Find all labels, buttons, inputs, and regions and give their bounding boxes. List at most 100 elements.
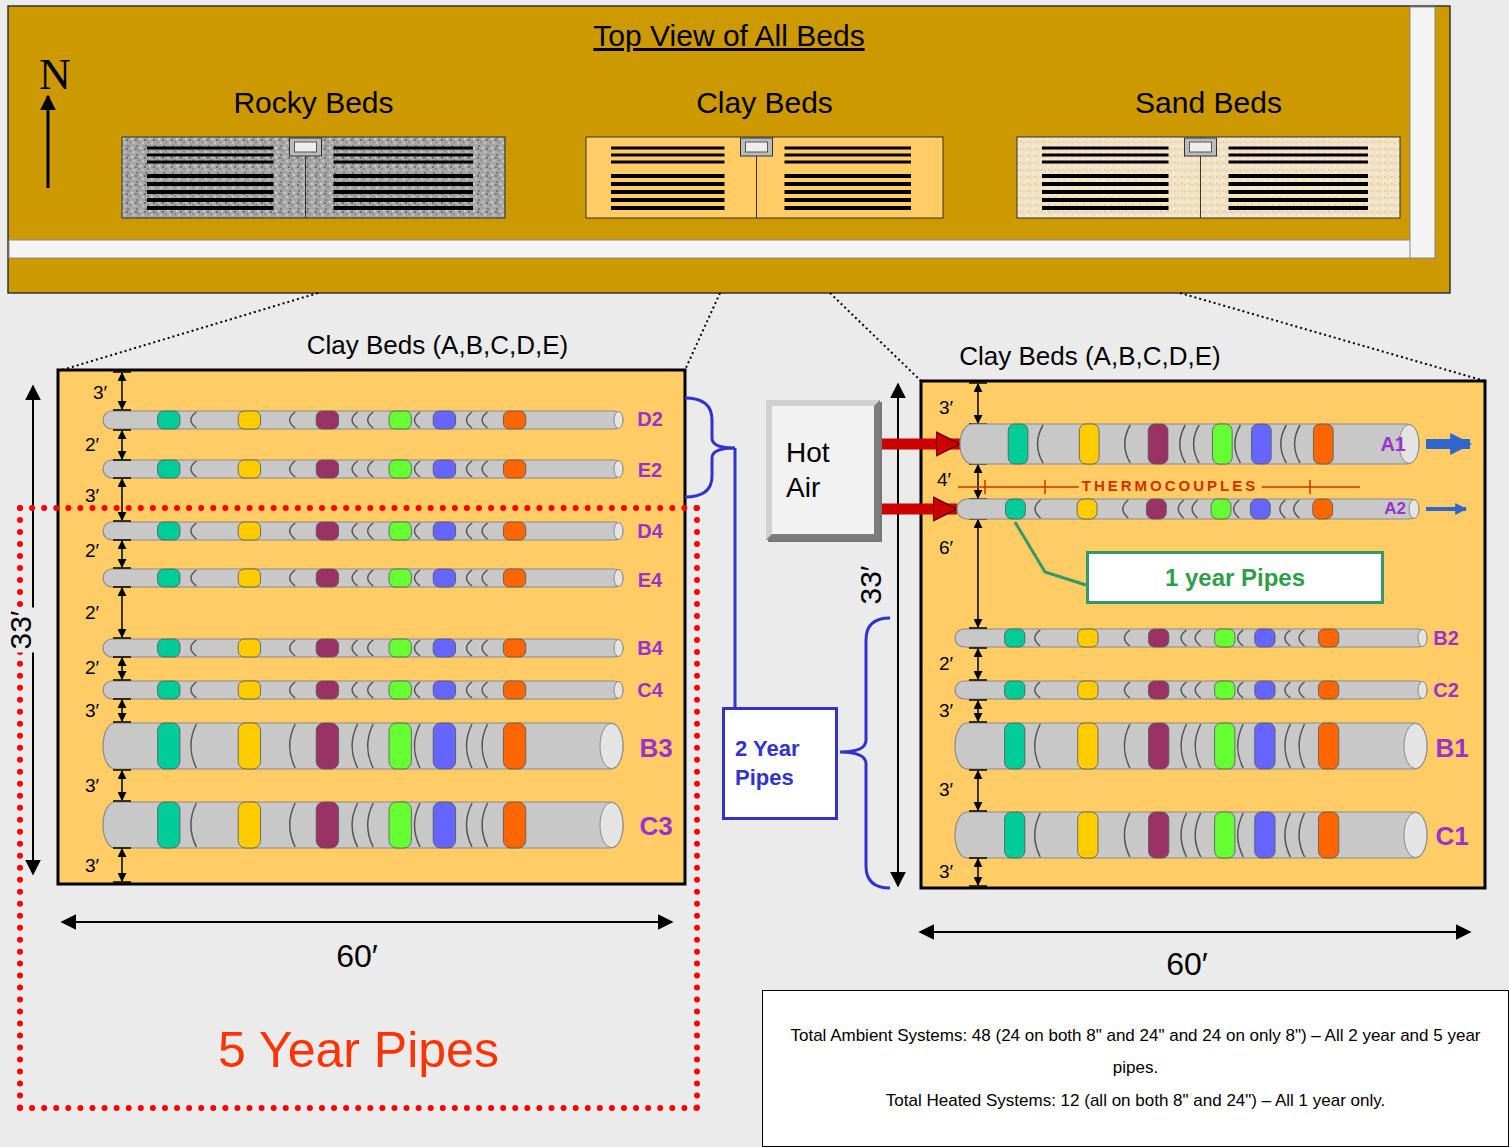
dimension-tick bbox=[113, 520, 131, 522]
bed-pipe bbox=[1042, 182, 1169, 186]
bed-pipe bbox=[785, 206, 912, 210]
sensor-band bbox=[158, 639, 180, 657]
bed-pipe bbox=[611, 154, 725, 157]
label-anchor: 3′ bbox=[85, 776, 99, 797]
outflow-arrow bbox=[1426, 439, 1470, 449]
pipe bbox=[955, 723, 1427, 769]
dimension-arrow bbox=[121, 849, 123, 881]
sensor-band bbox=[1255, 629, 1275, 647]
pipe-end bbox=[1418, 682, 1427, 699]
pipe-joint bbox=[368, 682, 374, 698]
bed-pipe bbox=[1229, 182, 1369, 186]
pipe-joint bbox=[1294, 500, 1300, 518]
box-text: Hot Air bbox=[786, 435, 860, 505]
sensor-band bbox=[389, 411, 411, 429]
sensor-band bbox=[503, 802, 525, 848]
sensor-band bbox=[389, 522, 411, 540]
pipe-joint bbox=[1299, 682, 1305, 698]
pipe-joint bbox=[191, 461, 197, 477]
bed-pipe bbox=[611, 174, 725, 178]
sensor-band bbox=[433, 460, 455, 478]
pipe-joint bbox=[415, 570, 421, 586]
pipe-joint bbox=[1281, 425, 1287, 463]
pipe-joint bbox=[467, 640, 473, 656]
pipe-joint bbox=[1234, 500, 1240, 518]
pipe-joint bbox=[1124, 630, 1130, 646]
pipe bbox=[103, 522, 623, 540]
sensor-band bbox=[389, 460, 411, 478]
pipe-joint bbox=[482, 640, 488, 656]
bed-pipe bbox=[334, 198, 474, 202]
dimension-arrow bbox=[977, 771, 979, 810]
airflow-arrow bbox=[880, 504, 957, 515]
sensor-band bbox=[1250, 499, 1270, 519]
pipe-joint bbox=[1038, 425, 1044, 463]
sensor-band bbox=[433, 681, 455, 699]
sensor-band bbox=[503, 681, 525, 699]
pipe-joint bbox=[415, 803, 421, 847]
leader-line bbox=[1015, 522, 1086, 585]
dimension-tick bbox=[969, 679, 987, 681]
pipe-joint bbox=[1035, 682, 1041, 698]
heading-text: Clay Beds (A,B,C,D,E) bbox=[124, 330, 751, 361]
pipe-joint bbox=[352, 682, 358, 698]
zoom-line bbox=[830, 293, 921, 381]
pipe-joint bbox=[191, 570, 197, 586]
bed-pipe bbox=[147, 182, 274, 186]
dimension-tick bbox=[113, 847, 131, 849]
dimension-arrow bbox=[121, 373, 123, 409]
sensor-band bbox=[158, 522, 180, 540]
pipe-joint bbox=[415, 682, 421, 698]
dimension-tick bbox=[969, 769, 987, 771]
sensor-band bbox=[389, 681, 411, 699]
bed-pipe bbox=[785, 161, 912, 164]
box-text: 5 Year Pipes bbox=[218, 1021, 499, 1079]
sensor-band bbox=[158, 460, 180, 478]
sensor-band bbox=[1255, 723, 1275, 769]
pipe-end bbox=[614, 523, 623, 540]
pipe-body bbox=[955, 681, 1427, 699]
zoom-line bbox=[1180, 293, 1485, 381]
dimension-arrow bbox=[977, 649, 979, 679]
dimension-label: 3′ bbox=[85, 701, 99, 722]
heading-text: Top View of All Beds bbox=[8, 18, 1450, 54]
sensor-band bbox=[1215, 723, 1235, 769]
pipe-joint bbox=[1238, 724, 1244, 768]
dimension-tick bbox=[969, 647, 987, 649]
pipe-name: E2 bbox=[638, 459, 662, 481]
pipe-joint bbox=[1035, 813, 1041, 857]
sensor-band bbox=[316, 569, 338, 587]
pipe-joint bbox=[368, 640, 374, 656]
pipe-name: A2 bbox=[957, 499, 1420, 519]
pipe-joint bbox=[1194, 425, 1200, 463]
pipe-body bbox=[103, 411, 623, 429]
sensor-band bbox=[433, 411, 455, 429]
thermocouple-tick bbox=[1309, 480, 1311, 494]
sensor-band bbox=[238, 639, 260, 657]
pipe-body bbox=[103, 723, 623, 769]
label-anchor: 3′ bbox=[939, 780, 953, 801]
sensor-band bbox=[238, 802, 260, 848]
sensor-band bbox=[1148, 424, 1168, 464]
bed-pipe bbox=[611, 190, 725, 194]
dimension-label: 3′ bbox=[85, 856, 99, 877]
dimension-tick bbox=[969, 857, 987, 859]
bed-pipe bbox=[785, 190, 912, 194]
dimension-label: 3′ bbox=[939, 862, 953, 883]
pipe-joint bbox=[368, 803, 374, 847]
sensor-band bbox=[1078, 681, 1098, 699]
bed-pipe bbox=[147, 154, 274, 157]
pipe-joint bbox=[467, 682, 473, 698]
pipe-name: B4 bbox=[637, 637, 663, 659]
dimension-tick bbox=[113, 567, 131, 569]
pipe-joint bbox=[1178, 500, 1184, 518]
pipe-joint bbox=[1195, 630, 1201, 646]
label-anchor: N bbox=[39, 51, 71, 99]
label-anchor: 2′ bbox=[85, 435, 99, 456]
heading-text: Clay Beds (A,B,C,D,E) bbox=[808, 341, 1372, 372]
label-anchor: 2′ bbox=[85, 541, 99, 562]
pipe-joint bbox=[1238, 682, 1244, 698]
pipe-name: D4 bbox=[637, 520, 663, 542]
label-anchor: D4 bbox=[637, 520, 663, 542]
pipe-end bbox=[614, 412, 623, 429]
